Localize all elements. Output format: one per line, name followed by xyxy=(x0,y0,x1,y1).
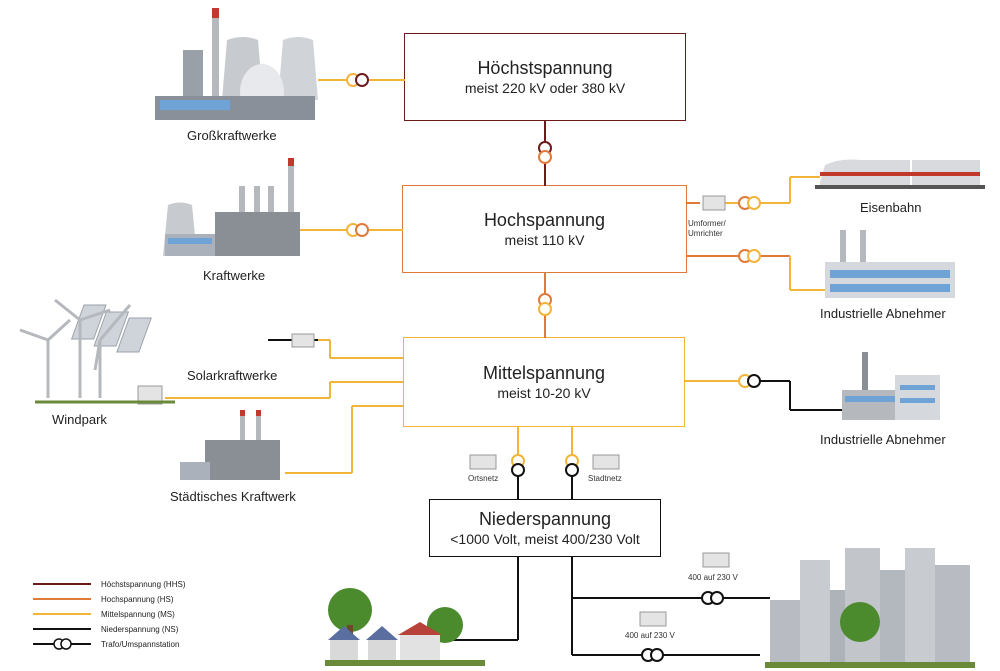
nuclear-plant-icon xyxy=(155,8,318,120)
wind-turbines-icon xyxy=(19,298,175,404)
train-icon xyxy=(815,159,985,189)
factory-icon-2 xyxy=(842,352,940,420)
box-subtitle: meist 10-20 kV xyxy=(497,385,591,401)
box-hoechstspannung: Höchstspannung meist 220 kV oder 380 kV xyxy=(405,34,685,120)
label-eisenbahn: Eisenbahn xyxy=(860,200,922,215)
legend-item: Höchstspannung (HHS) xyxy=(33,577,185,591)
substation-icon xyxy=(137,195,730,627)
box-hochspannung: Hochspannung meist 110 kV xyxy=(403,186,686,272)
legend-label: Mittelspannung (MS) xyxy=(101,609,175,619)
label-industrie-2: Industrielle Abnehmer xyxy=(820,432,946,447)
city-power-plant-icon xyxy=(180,410,280,480)
power-plant-icon xyxy=(163,158,300,256)
box-mittelspannung: Mittelspannung meist 10-20 kV xyxy=(404,338,684,426)
legend-swatch xyxy=(33,598,91,600)
label-trafo-400-b: 400 auf 230 V xyxy=(625,631,675,640)
legend-item: Trafo/Umspannstation xyxy=(33,637,179,651)
label-trafo-400-a: 400 auf 230 V xyxy=(688,573,738,582)
label-staedtisch: Städtisches Kraftwerk xyxy=(170,489,296,504)
legend-label: Niederspannung (NS) xyxy=(101,624,179,634)
legend-label: Höchstspannung (HHS) xyxy=(101,579,186,589)
legend-item: Hochspannung (HS) xyxy=(33,592,173,606)
box-title: Höchstspannung xyxy=(477,58,613,78)
city-skyline-icon xyxy=(765,548,975,668)
label-grosskraftwerke: Großkraftwerke xyxy=(187,128,277,143)
box-title: Hochspannung xyxy=(483,210,606,230)
box-niederspannung: Niederspannung <1000 Volt, meist 400/230… xyxy=(430,500,660,556)
legend-swatch xyxy=(33,583,91,585)
legend-swatch xyxy=(33,613,91,615)
legend-label: Hochspannung (HS) xyxy=(101,594,174,604)
label-solar: Solarkraftwerke xyxy=(187,368,278,383)
box-title: Mittelspannung xyxy=(482,363,606,383)
legend-item: Niederspannung (NS) xyxy=(33,622,178,636)
label-windpark: Windpark xyxy=(52,412,107,427)
box-subtitle: <1000 Volt, meist 400/230 Volt xyxy=(450,531,640,547)
trafo-legend-icon xyxy=(33,638,91,650)
legend-item: Mittelspannung (MS) xyxy=(33,607,175,621)
box-subtitle: meist 110 kV xyxy=(504,232,585,248)
box-title: Niederspannung xyxy=(478,509,612,529)
legend-label: Trafo/Umspannstation xyxy=(101,639,180,649)
trafo-icon xyxy=(346,73,761,662)
label-kraftwerke: Kraftwerke xyxy=(203,268,266,283)
legend-swatch xyxy=(33,628,91,630)
label-ortsnetz: Ortsnetz xyxy=(468,474,499,483)
factory-icon xyxy=(825,230,955,298)
label-umformer: Umformer/ Umrichter xyxy=(688,219,726,238)
box-subtitle: meist 220 kV oder 380 kV xyxy=(464,80,626,96)
label-stadtnetz: Stadtnetz xyxy=(588,474,622,483)
houses-icon xyxy=(325,588,485,666)
label-industrie-1: Industrielle Abnehmer xyxy=(820,306,946,321)
